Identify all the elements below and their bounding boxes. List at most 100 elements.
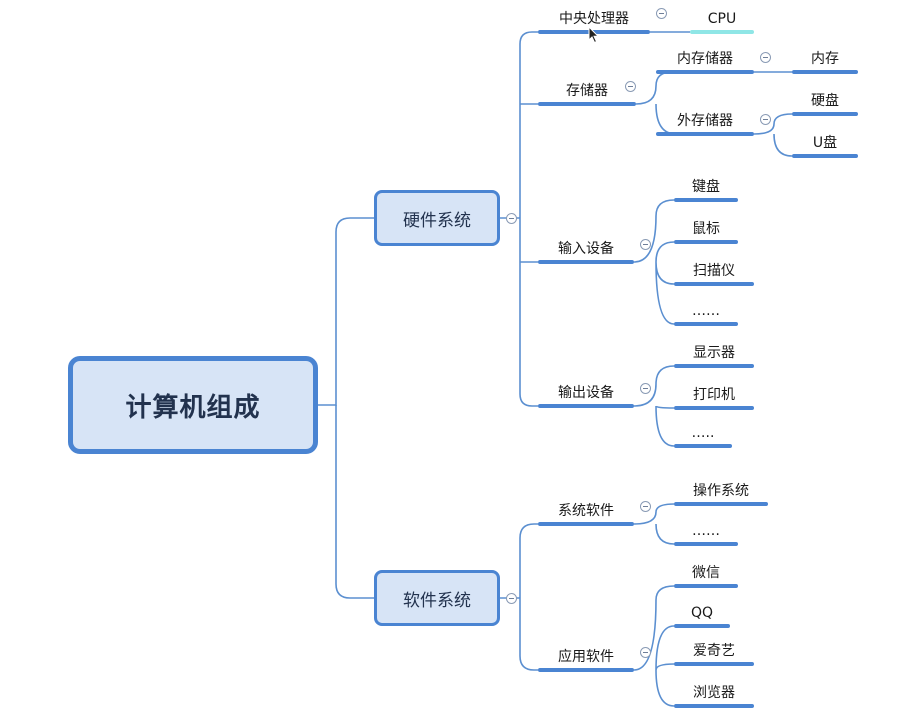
mouse-cursor-icon (588, 26, 600, 44)
external-storage-label: 外存储器 (677, 113, 733, 129)
underline (538, 260, 634, 264)
underline (674, 502, 768, 506)
hardware-label: 硬件系统 (403, 210, 471, 231)
connector-app-children (633, 585, 675, 707)
collapse-internal-storage-icon[interactable] (760, 52, 771, 63)
node-monitor[interactable]: 显示器 (674, 342, 754, 368)
connector-output-children (633, 365, 675, 447)
underline (674, 624, 730, 628)
collapse-cpu-icon[interactable] (656, 8, 667, 19)
collapse-system-software-icon[interactable] (640, 501, 651, 512)
node-output-devices[interactable]: 输出设备 (538, 382, 634, 408)
cpu-child-label: CPU (707, 11, 737, 27)
node-browser[interactable]: 浏览器 (674, 682, 754, 708)
underline (674, 364, 754, 368)
node-memory[interactable]: 内存 (792, 48, 858, 74)
collapse-application-software-icon[interactable] (640, 647, 651, 658)
underline (674, 406, 754, 410)
node-cpu-child[interactable]: CPU (690, 8, 754, 34)
root-node[interactable]: 计算机组成 (68, 356, 318, 454)
underline (792, 112, 858, 116)
keyboard-label: 键盘 (692, 179, 720, 195)
output-more-label: ….. (691, 425, 715, 441)
connector-hardware-children (500, 31, 538, 407)
node-mouse[interactable]: 鼠标 (674, 218, 738, 244)
collapse-software-icon[interactable] (506, 593, 517, 604)
node-input-devices[interactable]: 输入设备 (538, 238, 634, 264)
browser-label: 浏览器 (693, 685, 735, 701)
collapse-hardware-icon[interactable] (506, 213, 517, 224)
node-software[interactable]: 软件系统 (374, 570, 500, 626)
underline (656, 132, 754, 136)
underline (792, 70, 858, 74)
memory-label: 内存 (811, 51, 839, 67)
output-devices-label: 输出设备 (558, 385, 614, 401)
node-storage[interactable]: 存储器 (538, 80, 636, 106)
monitor-label: 显示器 (693, 345, 735, 361)
system-software-label: 系统软件 (558, 503, 614, 519)
node-scanner[interactable]: 扫描仪 (674, 260, 754, 286)
connector-root-hardware (318, 217, 374, 406)
printer-label: 打印机 (693, 387, 735, 403)
underline (538, 522, 634, 526)
connector-system-children (633, 503, 675, 545)
operating-system-label: 操作系统 (693, 483, 749, 499)
underline (792, 154, 858, 158)
underline (674, 282, 754, 286)
node-system-software[interactable]: 系统软件 (538, 500, 634, 526)
underline (674, 542, 738, 546)
input-devices-label: 输入设备 (558, 241, 614, 257)
node-output-more[interactable]: ….. (674, 422, 732, 448)
node-external-storage[interactable]: 外存储器 (656, 110, 754, 136)
node-usb-disk[interactable]: U盘 (792, 132, 858, 158)
node-hardware[interactable]: 硬件系统 (374, 190, 500, 246)
system-more-label: …… (692, 523, 720, 539)
internal-storage-label: 内存储器 (677, 51, 733, 67)
node-application-software[interactable]: 应用软件 (538, 646, 634, 672)
connector-input-children (633, 199, 675, 325)
qq-label: QQ (690, 605, 714, 621)
application-software-label: 应用软件 (558, 649, 614, 665)
connector-root-software (335, 405, 374, 599)
underline (674, 584, 738, 588)
connector-external-children (753, 113, 793, 157)
underline (674, 240, 738, 244)
underline (674, 444, 732, 448)
node-qq[interactable]: QQ (674, 602, 730, 628)
underline (674, 198, 738, 202)
scanner-label: 扫描仪 (693, 263, 735, 279)
node-printer[interactable]: 打印机 (674, 384, 754, 410)
wechat-label: 微信 (692, 565, 720, 581)
root-label: 计算机组成 (125, 392, 261, 423)
node-iqiyi[interactable]: 爱奇艺 (674, 640, 754, 666)
mouse-label: 鼠标 (692, 221, 720, 237)
underline (538, 668, 634, 672)
cpu-label: 中央处理器 (559, 11, 629, 27)
underline (674, 704, 754, 708)
collapse-external-storage-icon[interactable] (760, 114, 771, 125)
iqiyi-label: 爱奇艺 (693, 643, 735, 659)
connector-software-children (500, 523, 538, 671)
underline (538, 404, 634, 408)
node-hard-disk[interactable]: 硬盘 (792, 90, 858, 116)
collapse-output-icon[interactable] (640, 383, 651, 394)
node-input-more[interactable]: …… (674, 300, 738, 326)
node-wechat[interactable]: 微信 (674, 562, 738, 588)
collapse-input-icon[interactable] (640, 239, 651, 250)
software-label: 软件系统 (403, 590, 471, 611)
usb-disk-label: U盘 (812, 135, 838, 151)
underline (674, 662, 754, 666)
hard-disk-label: 硬盘 (811, 93, 839, 109)
collapse-storage-icon[interactable] (625, 81, 636, 92)
underline (538, 102, 636, 106)
node-internal-storage[interactable]: 内存储器 (656, 48, 754, 74)
node-operating-system[interactable]: 操作系统 (674, 480, 768, 506)
input-more-label: …… (692, 303, 720, 319)
underline (674, 322, 738, 326)
node-keyboard[interactable]: 键盘 (674, 176, 738, 202)
underline (656, 70, 754, 74)
node-system-more[interactable]: …… (674, 520, 738, 546)
storage-label: 存储器 (566, 83, 608, 99)
underline (690, 30, 754, 34)
